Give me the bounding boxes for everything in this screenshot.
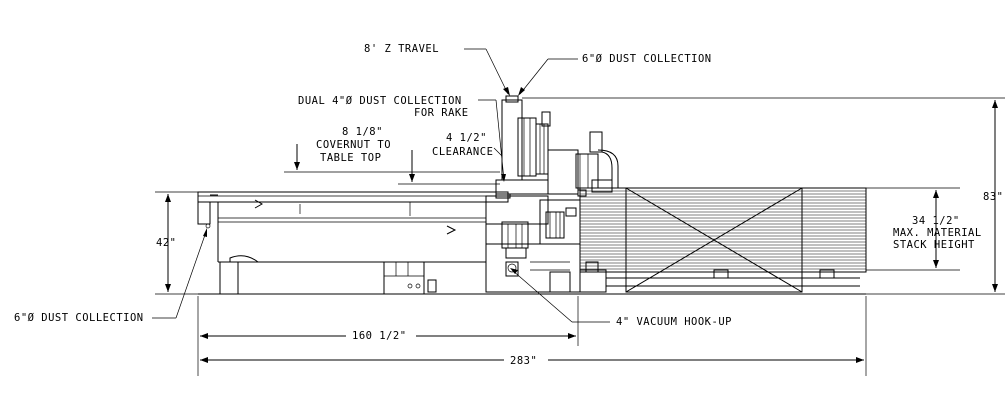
stack-height-line3: STACK HEIGHT (893, 239, 975, 251)
dimension-160-half: 160 1/2" (197, 296, 579, 376)
dimension-283-label: 283" (510, 355, 537, 367)
callout-dust-left: 6"Ø DUST COLLECTION (14, 228, 207, 324)
clearance-line1: 4 1/2" (446, 132, 487, 144)
stack-height-value: 34 1/2" (912, 215, 960, 227)
gantry-spindle (485, 95, 619, 293)
covernut-line1: 8 1/8" (342, 126, 383, 138)
covernut-line2: COVERNUT TO (316, 139, 391, 151)
dimension-160-half-label: 160 1/2" (352, 330, 407, 342)
vacuum-label: 4" VACUUM HOOK-UP (616, 316, 732, 328)
z-travel-label: 8' Z TRAVEL (364, 43, 439, 55)
dimension-34-half: 34 1/2" MAX. MATERIAL STACK HEIGHT (866, 187, 982, 271)
dimension-83-label: 83" (983, 191, 1003, 203)
dual-dust-line1: DUAL 4"Ø DUST COLLECTION (298, 95, 462, 107)
clearance-line2: CLEARANCE (432, 146, 493, 158)
dimension-42: 42" (155, 191, 198, 295)
callout-dust-top: 6"Ø DUST COLLECTION (518, 53, 712, 96)
stack-height-line2: MAX. MATERIAL (893, 227, 982, 239)
dimension-42-label: 42" (156, 237, 176, 249)
callout-covernut: 8 1/8" COVERNUT TO TABLE TOP (284, 126, 500, 173)
covernut-line3: TABLE TOP (320, 152, 381, 164)
dual-dust-line2: FOR RAKE (414, 107, 469, 119)
dimension-283: 283" (200, 296, 867, 376)
machine-table (197, 191, 509, 295)
callout-z-travel: 8' Z TRAVEL (364, 43, 510, 96)
callout-dual-dust: DUAL 4"Ø DUST COLLECTION FOR RAKE (298, 95, 506, 182)
callout-clearance: 4 1/2" CLEARANCE (398, 132, 503, 185)
material-stack (579, 187, 867, 293)
dimension-83: 83" (522, 97, 1005, 295)
dust-top-label: 6"Ø DUST COLLECTION (582, 53, 712, 65)
dust-left-label: 6"Ø DUST COLLECTION (14, 312, 144, 324)
callout-vacuum: 4" VACUUM HOOK-UP (510, 268, 732, 328)
